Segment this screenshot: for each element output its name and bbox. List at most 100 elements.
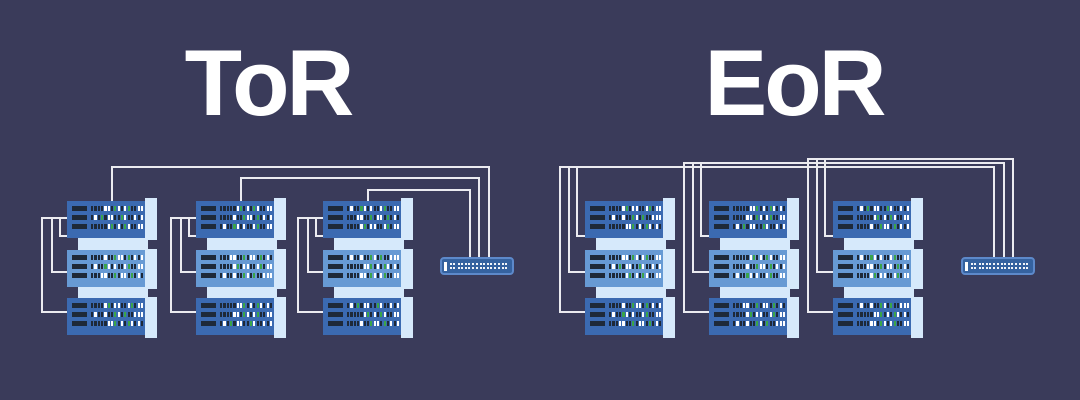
led-dot: [857, 215, 860, 220]
led-dot: [356, 224, 360, 229]
network-cable: [568, 166, 570, 272]
vent-grille: [714, 264, 729, 269]
switch-port: [460, 266, 463, 269]
led-dot: [635, 224, 638, 229]
led-dot: [655, 255, 658, 260]
led-dot: [870, 224, 873, 229]
led-dot: [652, 206, 655, 211]
led-dot: [762, 303, 766, 308]
switch-port: [971, 266, 974, 269]
switch-port: [1026, 263, 1028, 266]
server-front-row: [72, 303, 144, 308]
led-dot: [370, 206, 373, 211]
led-dot: [652, 312, 655, 317]
led-dot: [110, 273, 114, 278]
led-dot: [615, 215, 618, 220]
led-dot: [226, 215, 229, 220]
led-dot: [229, 215, 233, 220]
led-dot: [137, 224, 140, 229]
led-dot: [752, 273, 756, 278]
server-front-row: [72, 312, 144, 317]
led-dot: [635, 255, 638, 260]
led-dot: [253, 273, 256, 278]
led-dot: [866, 264, 870, 269]
led-dot: [226, 264, 229, 269]
led-dot: [906, 321, 910, 326]
led-dot: [239, 321, 243, 326]
led-dot: [266, 215, 269, 220]
led-dot: [645, 264, 648, 269]
led-dot: [376, 206, 380, 211]
led-dot: [880, 206, 883, 211]
led-dot: [890, 206, 893, 211]
led-dot: [635, 264, 638, 269]
led-dot: [350, 312, 353, 317]
led-dot: [347, 303, 350, 308]
network-cable: [41, 217, 67, 219]
led-dot: [876, 215, 880, 220]
led-dot: [390, 312, 393, 317]
led-dot: [223, 224, 226, 229]
led-dot: [347, 255, 350, 260]
led-dot: [127, 255, 130, 260]
led-dot: [896, 303, 900, 308]
vent-grille: [838, 321, 853, 326]
switch-port-group: [494, 263, 500, 269]
network-cable: [807, 311, 833, 313]
led-dot: [645, 255, 648, 260]
led-dot: [769, 255, 772, 260]
server-front-row: [714, 273, 786, 278]
led-dot: [863, 224, 866, 229]
led-dot: [635, 215, 638, 220]
led-dot: [263, 264, 266, 269]
led-dot: [226, 321, 229, 326]
led-dot: [390, 264, 393, 269]
network-cable: [170, 217, 172, 313]
led-dot: [870, 303, 873, 308]
led-dot: [396, 312, 400, 317]
led-dot: [642, 312, 645, 317]
server-front-row: [72, 215, 144, 220]
led-dot: [652, 273, 655, 278]
led-dot: [632, 321, 635, 326]
led-dot: [236, 224, 239, 229]
led-dot: [655, 321, 658, 326]
led-dot: [130, 312, 134, 317]
led-dot: [618, 255, 622, 260]
led-dot: [97, 312, 100, 317]
led-dot: [114, 206, 117, 211]
led-dot: [373, 273, 376, 278]
led-dot: [353, 303, 356, 308]
tor-title: ToR: [184, 30, 355, 135]
server-front-row: [201, 215, 273, 220]
led-dot: [253, 312, 256, 317]
led-dot: [117, 206, 120, 211]
led-dot: [229, 224, 233, 229]
rack-frame: [401, 198, 413, 338]
led-dot: [896, 215, 900, 220]
led-dot: [896, 312, 900, 317]
led-dot: [350, 273, 353, 278]
led-dot: [782, 224, 786, 229]
switch-port: [482, 263, 485, 266]
switch-port: [501, 266, 504, 269]
led-dot: [622, 303, 625, 308]
network-cable: [188, 217, 190, 237]
led-dot: [769, 273, 772, 278]
led-dot: [893, 321, 896, 326]
led-dot: [756, 215, 759, 220]
vent-grille: [201, 264, 216, 269]
led-dot: [638, 321, 642, 326]
led-dot: [759, 273, 762, 278]
led-dot: [373, 303, 376, 308]
server-front-row: [201, 264, 273, 269]
led-dot: [742, 273, 746, 278]
led-dot: [890, 255, 893, 260]
led-dot: [652, 264, 655, 269]
network-cable: [180, 271, 196, 273]
led-dot: [762, 255, 766, 260]
led-dot: [749, 264, 752, 269]
switch-port: [497, 266, 500, 269]
led-dot: [635, 303, 638, 308]
led-dot: [752, 303, 756, 308]
